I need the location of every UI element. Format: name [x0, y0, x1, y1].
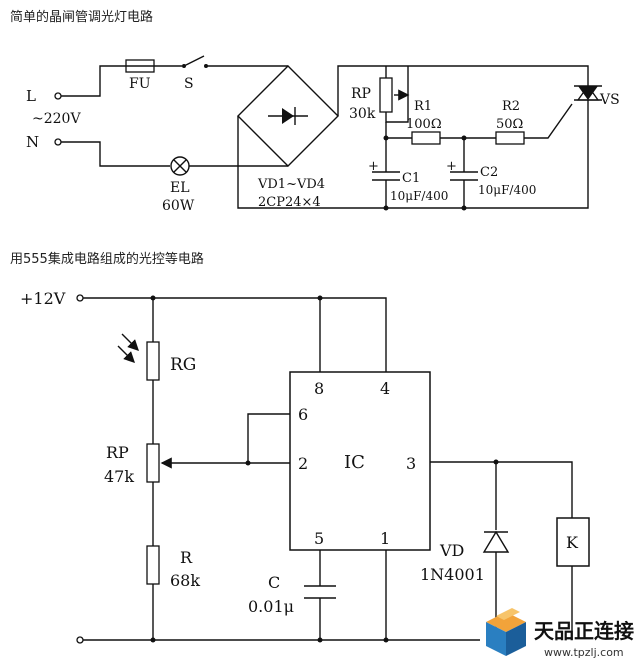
pin6-label: 6 [298, 405, 308, 424]
terminal-l-label: L [26, 87, 36, 105]
c-value: 0.01μ [248, 597, 294, 616]
switch-label: S [184, 76, 194, 92]
r1-value: 100Ω [406, 117, 442, 132]
pin1-label: 1 [380, 529, 390, 548]
bridge-part: 2CP24×4 [258, 195, 321, 210]
rp2-resistor [146, 443, 160, 483]
watermark-logo: 天品正连接 www.tpzlj.com [486, 608, 634, 659]
pin4-label: 4 [380, 379, 390, 398]
triac-label: VS [599, 92, 620, 108]
c1-plus: + [368, 159, 379, 174]
fuse-label: FU [129, 76, 151, 92]
vd-diode [482, 530, 510, 553]
pin8-label: 8 [314, 379, 324, 398]
supply-node [76, 294, 84, 302]
rp1-resistor [379, 77, 393, 113]
switch-symbol [183, 55, 205, 67]
lamp-name: EL [170, 180, 190, 196]
rp2-name: RP [106, 443, 129, 462]
r-name: R [180, 548, 193, 567]
rg-label: RG [170, 355, 196, 375]
relay-k [556, 517, 590, 567]
circuit1-title: 简单的晶闸管调光灯电路 [10, 10, 154, 25]
r2-name: R2 [502, 99, 520, 114]
relay-label: K [566, 533, 579, 552]
ic-555 [289, 371, 431, 551]
c2-value: 10μF/400 [478, 183, 536, 197]
r1-resistor [411, 131, 441, 145]
circuit2-diagram: +12V RG RP 47k R 68k IC 8 4 6 2 [20, 289, 590, 644]
voltage-label: ~220V [32, 111, 81, 127]
rp1-value: 30k [349, 106, 376, 122]
r2-resistor [495, 131, 525, 145]
r-value: 68k [170, 571, 200, 590]
terminal-n-node [54, 138, 62, 146]
lamp-power: 60W [162, 198, 195, 214]
vd-name: VD [439, 541, 464, 560]
r-resistor [146, 545, 160, 585]
r2-value: 50Ω [496, 117, 523, 132]
pin2-label: 2 [298, 454, 308, 473]
watermark-brand: 天品正连接 [534, 619, 634, 643]
circuit1-diagram: L N ~220V FU S VD1~VD4 2CP24×4 EL 60W [26, 55, 620, 214]
supply-label: +12V [20, 289, 66, 308]
watermark-url: www.tpzlj.com [544, 646, 624, 659]
c2-name: C2 [480, 165, 498, 180]
rp1-name: RP [351, 86, 371, 102]
c-name: C [268, 573, 280, 592]
rg-photoresistor [146, 341, 160, 381]
pin5-label: 5 [314, 529, 324, 548]
bridge-name: VD1~VD4 [257, 177, 325, 192]
rp2-value: 47k [104, 467, 134, 486]
terminal-l-node [54, 92, 62, 100]
triac-symbol [578, 86, 598, 100]
pin3-label: 3 [406, 454, 416, 473]
r1-name: R1 [414, 99, 432, 114]
c1-value: 10μF/400 [390, 189, 448, 203]
c2-plus: + [446, 159, 457, 174]
ic-label: IC [344, 452, 365, 473]
circuit2-title: 用555集成电路组成的光控等电路 [10, 252, 204, 267]
c1-name: C1 [402, 171, 420, 186]
vd-part: 1N4001 [420, 565, 485, 584]
terminal-n-label: N [26, 133, 39, 151]
ground-node [76, 636, 84, 644]
